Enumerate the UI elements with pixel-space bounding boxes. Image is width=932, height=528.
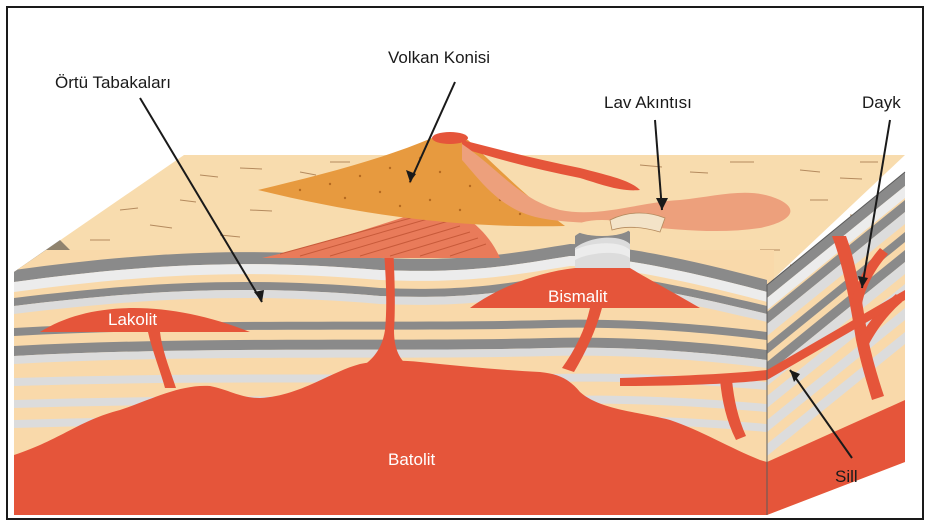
label-dayk: Dayk (862, 93, 901, 112)
label-batolit: Batolit (388, 450, 436, 469)
label-lav-akintisi: Lav Akıntısı (604, 93, 692, 112)
front-cross-section (14, 228, 774, 520)
label-lakolit: Lakolit (108, 310, 157, 329)
label-volkan-konisi: Volkan Konisi (388, 48, 490, 67)
label-sill: Sill (835, 467, 858, 486)
label-ortu-tabakalari: Örtü Tabakaları (55, 73, 171, 92)
label-bismalit: Bismalit (548, 287, 608, 306)
